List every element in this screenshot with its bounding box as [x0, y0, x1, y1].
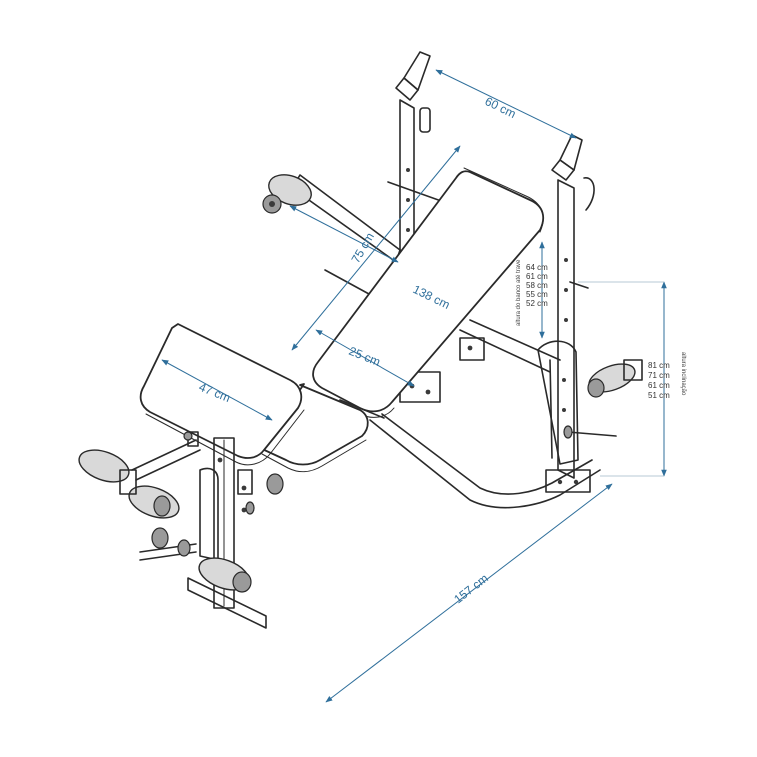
rack-height-4: 51 cm — [648, 391, 670, 400]
rear-leg-roller — [537, 340, 643, 465]
seat-pad — [259, 383, 369, 473]
bench-heights-label: altura do banco até trave — [516, 259, 522, 326]
right-upright — [551, 134, 595, 479]
bench-height-2: 61 cm — [526, 272, 548, 281]
bench-height-5: 52 cm — [526, 299, 548, 308]
rack-height-2: 71 cm — [648, 371, 670, 380]
dimension-labels: 60 cm 75 cm 138 cm 25 cm 47 cm 157 cm al… — [197, 94, 686, 606]
bench-height-3: 58 cm — [526, 281, 548, 290]
front-rollers — [78, 439, 252, 593]
dim-width-top: 60 cm — [483, 94, 519, 121]
rack-height-3: 61 cm — [648, 381, 670, 390]
front-leg-assembly — [183, 431, 284, 629]
rack-height-1: 81 cm — [648, 361, 670, 370]
dim-backrest-width: 75 cm — [348, 230, 376, 265]
dimension-lines — [161, 69, 667, 703]
bench-height-1: 64 cm — [526, 263, 548, 272]
dim-total-length: 157 cm — [451, 571, 491, 606]
bench-height-4: 55 cm — [526, 290, 548, 299]
rack-heights-label: altura inclinação — [680, 352, 686, 396]
bench-illustration — [78, 51, 643, 629]
